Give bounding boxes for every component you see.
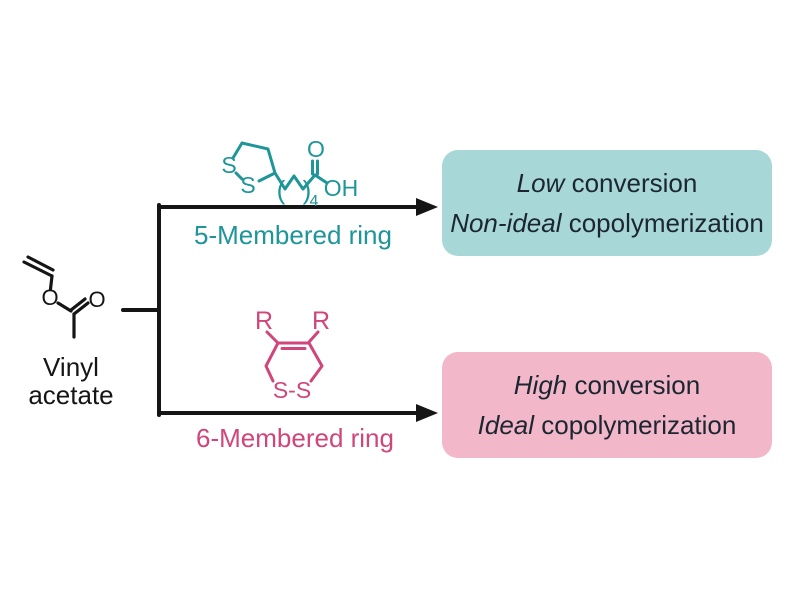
vinyl-double-bond: [22, 255, 55, 278]
outcome-top-line1: Low conversion: [517, 163, 698, 203]
ester-oxygen-atom: O: [41, 285, 58, 310]
outcome-bottom-line2: Ideal copolymerization: [478, 405, 737, 445]
chain-paren-close: ): [303, 175, 312, 205]
outcome-top-line2: Non-ideal copolymerization: [450, 203, 764, 243]
carbonyl-double-bond: [69, 297, 90, 316]
six-membered-ring-structure: R R S-S: [255, 307, 330, 403]
vinyl-to-ester-oxygen-bond: [48, 274, 54, 291]
arrow-top-head: [416, 198, 438, 216]
chain-paren-open: (: [277, 175, 286, 205]
dithiolane-s-left-atom: S: [221, 152, 236, 178]
dithiolane-ring-bonds: [231, 141, 277, 183]
dithiine-s-s-atoms: S-S: [273, 377, 311, 403]
branch-lines: [121, 203, 161, 417]
acid-carbonyl-oxygen-atom: O: [307, 136, 325, 162]
dithiine-r-right-atom: R: [312, 307, 330, 335]
reactant-name-line2: acetate: [28, 380, 114, 410]
arrow-bottom: [157, 404, 438, 422]
outcome-bottom-line1-emphasis: High: [513, 370, 568, 400]
dithiolane-s-bottom-atom: S: [240, 172, 255, 198]
alkyl-chain-bonds: [273, 171, 317, 191]
outcome-box-top: Low conversion Non-ideal copolymerizatio…: [442, 150, 772, 256]
acid-c-oh-bond: [313, 173, 329, 185]
outcome-bottom-line2-rest: copolymerization: [534, 410, 737, 440]
r-right-bond: [307, 330, 320, 344]
outcome-top-line2-emphasis: Non-ideal: [450, 208, 562, 238]
arrow-bottom-head: [416, 404, 438, 422]
reactant-name-line1: Vinyl: [43, 352, 99, 382]
outcome-top-line1-emphasis: Low: [516, 168, 565, 198]
five-membered-ring-label: 5-Membered ring: [194, 220, 392, 250]
outcome-bottom-line2-emphasis: Ideal: [477, 410, 535, 440]
acid-carbonyl-double-bond: [311, 159, 319, 176]
vinyl-acetate-structure: O O: [22, 255, 106, 339]
outcome-top-line2-rest: copolymerization: [561, 208, 764, 238]
chain-repeat-subscript: 4: [310, 193, 319, 210]
carbonyl-oxygen-atom: O: [88, 287, 105, 312]
arrow-top: [157, 198, 438, 216]
oxygen-to-carbonyl-bond: [56, 301, 73, 313]
outcome-bottom-line1: High conversion: [514, 365, 700, 405]
dithiine-ring-bonds: [264, 341, 324, 383]
outcome-box-bottom: High conversion Ideal copolymerization: [442, 352, 772, 458]
outcome-top-line1-rest: conversion: [564, 168, 698, 198]
six-membered-ring-label: 6-Membered ring: [196, 423, 394, 453]
reactant-label: Vinyl acetate: [28, 353, 113, 409]
dithiine-r-left-atom: R: [255, 307, 273, 335]
five-membered-ring-structure: S S ( ) 4 O OH: [221, 136, 358, 210]
outcome-bottom-line1-rest: conversion: [567, 370, 701, 400]
acid-hydroxyl-group: OH: [324, 175, 359, 201]
r-left-bond: [265, 330, 279, 344]
